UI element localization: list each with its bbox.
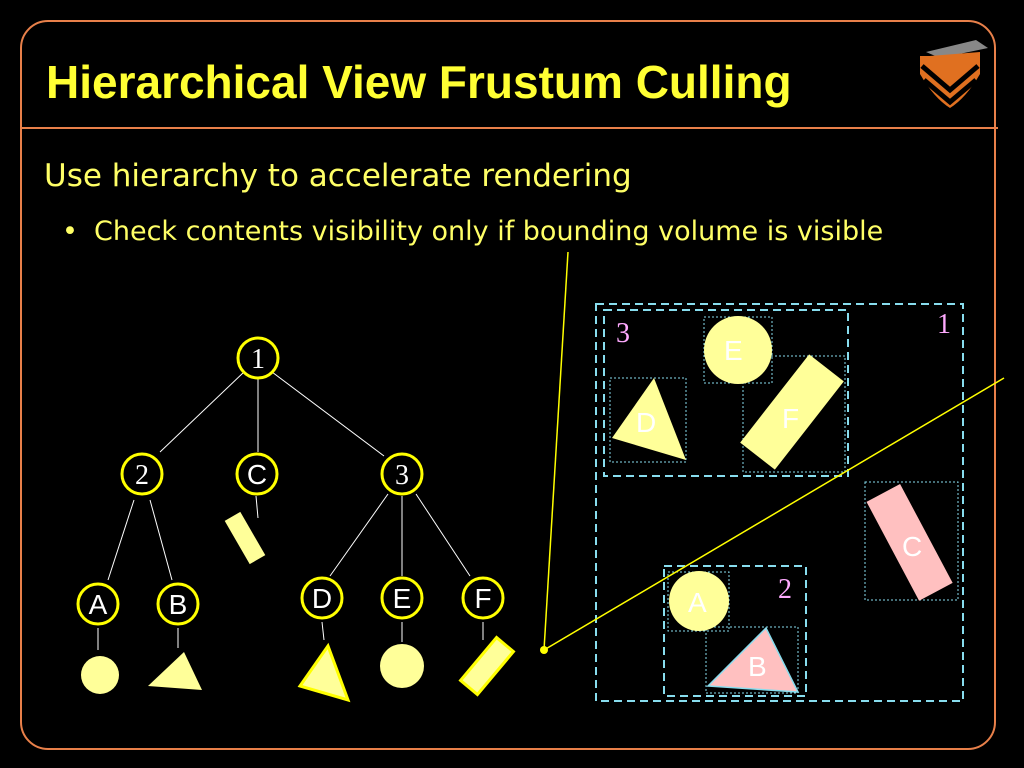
object-f-rect-icon bbox=[740, 354, 844, 470]
tree-edges bbox=[97, 371, 484, 650]
viewpoint-icon bbox=[540, 646, 548, 654]
object-a-circle-icon bbox=[669, 571, 729, 631]
object-a-label: A bbox=[688, 587, 707, 618]
volume-2-label: 2 bbox=[778, 574, 792, 605]
tree-node-f: F bbox=[461, 576, 505, 620]
tree-node-e: E bbox=[380, 576, 424, 620]
volume-3-label: 3 bbox=[616, 318, 630, 349]
object-d-label: D bbox=[636, 407, 656, 438]
view-frustum bbox=[540, 251, 1005, 654]
object-b-triangle-icon bbox=[706, 626, 800, 693]
volume-3 bbox=[603, 309, 849, 477]
tree-node-c-label: C bbox=[247, 459, 267, 490]
leaf-c-rect-icon bbox=[224, 511, 266, 565]
tree-node-e-label: E bbox=[393, 583, 412, 614]
object-b-label: B bbox=[748, 651, 767, 682]
tree-node-c: C bbox=[235, 452, 279, 496]
bullet-text: Check contents visibility only if boundi… bbox=[94, 216, 884, 247]
bbox-b bbox=[705, 626, 799, 694]
volume-2 bbox=[663, 565, 807, 697]
tree-node-d: D bbox=[300, 576, 344, 620]
tree-node-3-label: 3 bbox=[395, 460, 409, 491]
tree-node-3: 3 bbox=[380, 452, 424, 496]
frustum-edge-left bbox=[543, 251, 569, 651]
object-e-circle-icon bbox=[704, 316, 772, 384]
leaf-d-triangle-icon bbox=[297, 642, 351, 703]
leaf-f-rect-icon bbox=[458, 635, 516, 697]
tree-node-1: 1 bbox=[236, 336, 280, 380]
tree-node-1-label: 1 bbox=[251, 344, 265, 375]
volume-1 bbox=[595, 303, 964, 702]
leaf-e-circle-icon bbox=[380, 644, 424, 688]
scene-view: 3 1 2 E D F C A B bbox=[540, 251, 1005, 702]
frustum-edge-right bbox=[543, 377, 1005, 651]
leaf-b-triangle-icon bbox=[148, 652, 202, 690]
tree-node-f-label: F bbox=[474, 583, 491, 614]
object-c-rect-icon bbox=[866, 483, 953, 601]
tree-node-a: A bbox=[76, 582, 120, 626]
title-rule bbox=[20, 127, 998, 129]
tree-node-b: B bbox=[156, 582, 200, 626]
slide-frame bbox=[20, 20, 996, 750]
princeton-shield-icon bbox=[920, 40, 988, 108]
leaf-a-circle-icon bbox=[81, 656, 119, 694]
volume-1-label: 1 bbox=[937, 309, 951, 340]
tree-node-b-label: B bbox=[169, 589, 188, 620]
tree-node-2-label: 2 bbox=[135, 460, 149, 491]
tree-leaf-shapes bbox=[81, 511, 516, 703]
object-e-label: E bbox=[724, 335, 743, 366]
tree-node-a-label: A bbox=[89, 589, 108, 620]
tree-node-d-label: D bbox=[312, 583, 332, 614]
slide-subtitle: Use hierarchy to accelerate rendering bbox=[44, 158, 632, 194]
bbox-c bbox=[864, 481, 959, 601]
slide-title: Hierarchical View Frustum Culling bbox=[46, 56, 792, 108]
bullet-dot-icon: • bbox=[62, 216, 78, 247]
tree-node-2: 2 bbox=[120, 452, 164, 496]
bbox-f bbox=[742, 355, 846, 473]
object-d-triangle-icon bbox=[612, 378, 686, 460]
object-f-label: F bbox=[782, 403, 799, 434]
object-c-label: C bbox=[902, 531, 922, 562]
bbox-d bbox=[609, 377, 687, 463]
bullet-item: • Check contents visibility only if bound… bbox=[62, 214, 883, 250]
